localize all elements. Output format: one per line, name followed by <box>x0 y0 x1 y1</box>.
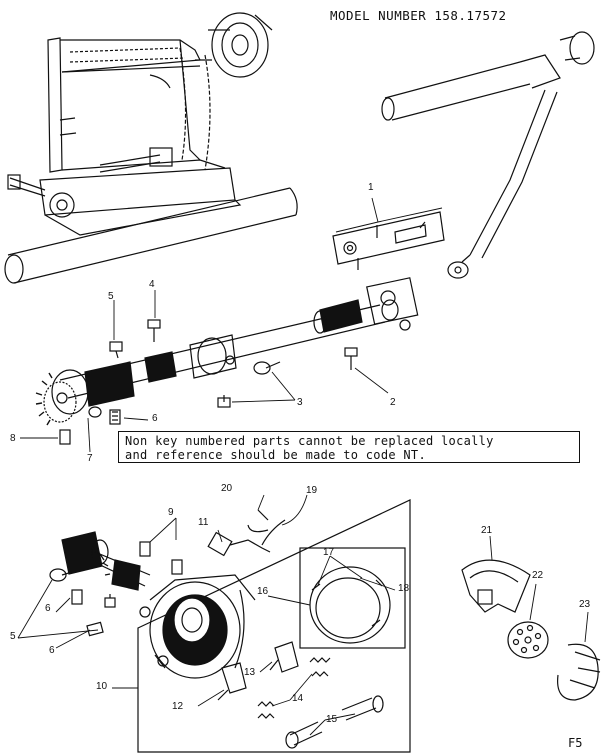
callout-11: 11 <box>198 517 209 528</box>
callout-8: 8 <box>10 433 16 444</box>
notice-line-1: Non key numbered parts cannot be replace… <box>125 434 494 448</box>
part-21-plate <box>461 559 531 613</box>
upper-leader-lines <box>20 197 443 453</box>
callout-17: 17 <box>323 547 335 558</box>
callout-18: 18 <box>398 583 410 594</box>
callout-14: 14 <box>292 693 304 704</box>
replacement-notice-box: Non key numbered parts cannot be replace… <box>118 431 580 463</box>
callout-6-mid: 6 <box>45 603 51 614</box>
callout-3: 3 <box>297 397 303 408</box>
crank-rod <box>381 31 595 279</box>
main-shaft-rod <box>4 187 298 284</box>
hook-screws <box>217 641 384 749</box>
notice-line-2: and reference should be made to code NT. <box>125 448 426 462</box>
callout-5-upper: 5 <box>108 291 114 302</box>
callout-12: 12 <box>172 701 184 712</box>
callout-16: 16 <box>257 586 269 597</box>
model-number-heading: MODEL NUMBER 158.17572 <box>330 8 507 23</box>
page-code: F5 <box>568 736 583 750</box>
hook-drive-parts <box>49 509 286 637</box>
callout-19: 19 <box>306 485 318 496</box>
callout-20: 20 <box>221 483 233 494</box>
callout-6-lower: 6 <box>49 645 55 656</box>
callout-21: 21 <box>481 525 493 536</box>
callout-6-upper: 6 <box>152 413 158 424</box>
callout-2: 2 <box>390 397 396 408</box>
callout-5-lower: 5 <box>10 631 16 642</box>
lower-leader-lines <box>17 494 589 736</box>
callout-1: 1 <box>368 182 374 193</box>
machine-frame-illustration <box>7 12 273 236</box>
callout-4: 4 <box>149 279 155 290</box>
part-16-ring <box>309 566 391 644</box>
callout-22: 22 <box>532 570 544 581</box>
hook-assembly-frame <box>137 499 411 753</box>
part-22-spool <box>507 621 549 659</box>
rotary-hook <box>139 574 256 679</box>
callout-13: 13 <box>244 667 256 678</box>
lower-shaft-assembly <box>35 277 419 426</box>
callout-10: 10 <box>96 681 108 692</box>
part-23-bobbin-case <box>557 643 601 701</box>
callout-23: 23 <box>579 599 591 610</box>
callout-7: 7 <box>87 453 93 464</box>
part-1-inset <box>332 211 445 270</box>
shaft-small-parts <box>59 319 358 445</box>
callout-9: 9 <box>168 507 174 518</box>
callout-15: 15 <box>326 714 338 725</box>
